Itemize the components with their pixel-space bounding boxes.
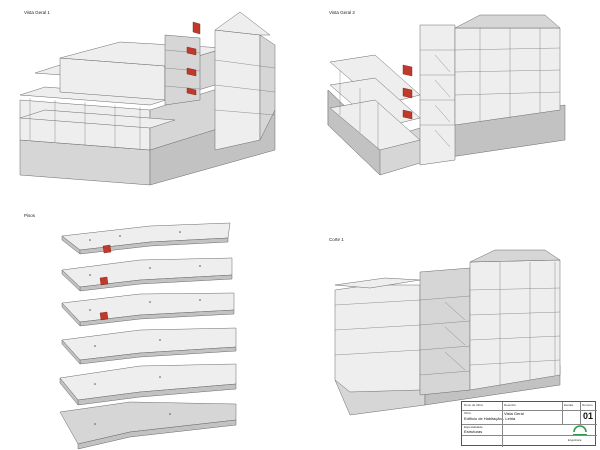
specialty-label: Especialidade xyxy=(464,425,483,429)
isometric-view-2 xyxy=(327,14,566,176)
scale-label: Escala xyxy=(564,403,574,407)
view-label-section-1: Corte 1 xyxy=(329,237,344,242)
floor-plans-stack xyxy=(59,222,237,450)
number-label: Número xyxy=(582,403,593,407)
view-label-general-2: Vista Geral 2 xyxy=(329,10,355,15)
drawing-label: Desenho xyxy=(504,403,517,407)
view-label-general-1: Vista Geral 1 xyxy=(24,10,50,15)
isometric-view-1 xyxy=(19,11,276,186)
company-name: Engenharia xyxy=(568,439,582,442)
drawing-title: Vista Geral xyxy=(504,411,524,416)
project-name: Edifício de Habitação - Leiria xyxy=(464,416,516,421)
view-label-floors: Pisos xyxy=(24,213,36,218)
sheet-number: 01 xyxy=(583,411,594,421)
project-label: Obra xyxy=(464,411,471,415)
specialty-name: Estruturas xyxy=(464,429,483,434)
section-view-1 xyxy=(334,249,561,416)
title-block: Dono de Obra Desenho Escala Número Vista… xyxy=(461,401,597,447)
company-logo-icon xyxy=(573,425,587,435)
owner-label: Dono de Obra xyxy=(464,403,483,407)
